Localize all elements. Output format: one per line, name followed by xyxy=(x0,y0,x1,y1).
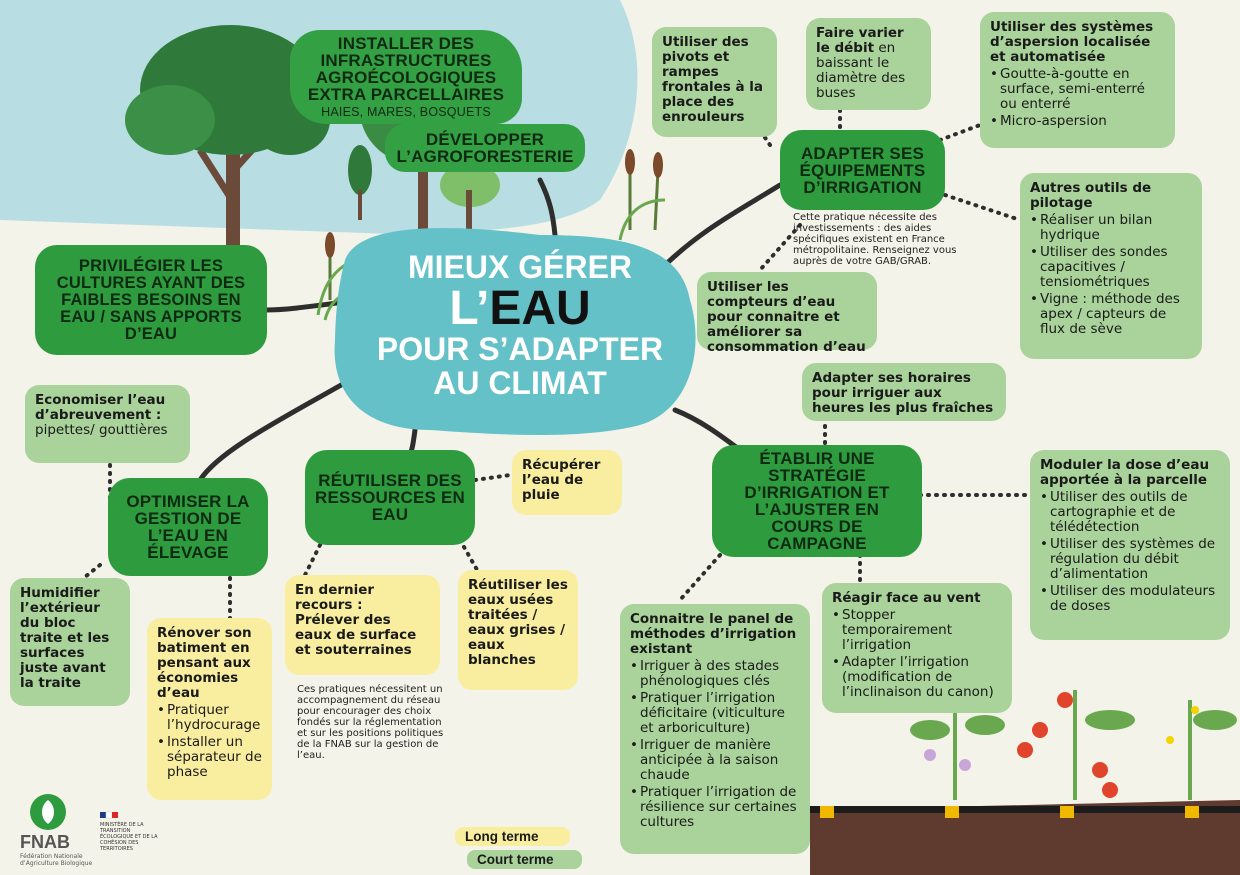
renover-item: Pratiquer l’hydrocurage xyxy=(157,703,262,733)
pluie-box: Récupérer l’eau de pluie xyxy=(512,450,622,515)
center-title-line4: AU CLIMAT xyxy=(433,365,607,401)
aspersion-item: Goutte-à-goutte en surface, semi-enterré… xyxy=(990,67,1165,112)
moduler-item: Utiliser des systèmes de régulation du d… xyxy=(1040,537,1220,582)
moduler-item: Utiliser des outils de cartographie et d… xyxy=(1040,490,1220,535)
panel-item: Pratiquer l’irrigation de résilience sur… xyxy=(630,785,800,830)
renover-item: Installer un séparateur de phase xyxy=(157,735,262,780)
renover-list: Pratiquer l’hydrocurage Installer un sép… xyxy=(157,703,262,780)
usees-box: Réutiliser les eaux usées traitées / eau… xyxy=(458,570,578,690)
horaires-box: Adapter ses horaires pour irriguer aux h… xyxy=(802,363,1006,421)
cattail-illustration xyxy=(316,149,666,321)
ministere-logo-text: MINISTÈRE DE LA TRANSITION ÉCOLOGIQUE ET… xyxy=(100,822,158,852)
panel-item: Irriguer à des stades phénologiques clés xyxy=(630,659,800,689)
infrastructures-box: INSTALLER DES INFRASTRUCTURES AGROÉCOLOG… xyxy=(290,30,522,124)
infrastructures-title: INSTALLER DES INFRASTRUCTURES AGROÉCOLOG… xyxy=(307,34,505,104)
equipements-box: ADAPTER SES ÉQUIPEMENTS D’IRRIGATION xyxy=(780,130,945,210)
moduler-box: Moduler la dose d’eau apportée à la parc… xyxy=(1030,450,1230,640)
pilotage-list: Réaliser un bilan hydrique Utiliser des … xyxy=(1030,213,1192,337)
prelever-box: En dernier recours : Prélever des eaux d… xyxy=(285,575,440,675)
moduler-bold: Moduler la dose d’eau apportée à la parc… xyxy=(1040,457,1210,488)
republique-logo-mark xyxy=(100,811,118,819)
debit-text: en baissant le diamètre des buses xyxy=(816,40,906,101)
pilotage-bold: Autres outils de pilotage xyxy=(1030,180,1152,211)
equipements-note: Cette pratique nécessite des investissem… xyxy=(793,212,957,267)
moduler-item: Utiliser des modulateurs de doses xyxy=(1040,584,1220,614)
fnab-logo-mark xyxy=(30,794,66,830)
abreuvement-box: Economiser l’eau d’abreuvement : pipette… xyxy=(25,385,190,463)
panel-item: Irriguer de manière anticipée à la saiso… xyxy=(630,738,800,783)
vent-item: Stopper temporairement l’irrigation xyxy=(832,608,1002,653)
legend-court-terme: Court terme xyxy=(467,850,582,869)
renover-bold: Rénover son batiment en pensant aux écon… xyxy=(157,625,252,701)
vent-list: Stopper temporairement l’irrigation Adap… xyxy=(832,608,1002,700)
humidifier-box: Humidifier l’extérieur du bloc traite et… xyxy=(10,578,130,706)
elevage-box: OPTIMISER LA GESTION DE L’EAU EN ÉLEVAGE xyxy=(108,478,268,576)
moduler-list: Utiliser des outils de cartographie et d… xyxy=(1040,490,1220,614)
pilotage-item: Vigne : méthode des apex / capteurs de f… xyxy=(1030,292,1192,337)
panel-bold: Connaitre le panel de méthodes d’irrigat… xyxy=(630,611,797,657)
abreuvement-text: pipettes/ gouttières xyxy=(35,422,168,438)
strategie-box: ÉTABLIR UNE STRATÉGIE D’IRRIGATION ET L’… xyxy=(712,445,922,557)
infrastructures-subtitle: HAIES, MARES, BOSQUETS xyxy=(321,105,491,119)
panel-item: Pratiquer l’irrigation déficitaire (viti… xyxy=(630,691,800,736)
reutiliser-box: RÉUTILISER DES RESSOURCES EN EAU xyxy=(305,450,475,545)
center-title-line1: MIEUX GÉRER xyxy=(407,249,633,285)
abreuvement-bold: Economiser l’eau d’abreuvement : xyxy=(35,392,166,423)
panel-list: Irriguer à des stades phénologiques clés… xyxy=(630,659,800,830)
debit-box: Faire varier le débit en baissant le dia… xyxy=(806,18,931,110)
soil-plants-illustration xyxy=(810,690,1240,875)
pilotage-box: Autres outils de pilotage Réaliser un bi… xyxy=(1020,173,1202,359)
fnab-logo-text: FNAB xyxy=(20,832,70,852)
fnab-logo-subtitle: Fédération Nationale d’Agriculture Biolo… xyxy=(20,853,93,867)
aspersion-item: Micro-aspersion xyxy=(990,114,1165,130)
renover-box: Rénover son batiment en pensant aux écon… xyxy=(147,618,272,800)
center-title-line2: L’EAU xyxy=(449,282,591,335)
debit-bold: Faire varier le débit xyxy=(816,25,904,56)
aspersion-list: Goutte-à-goutte en surface, semi-enterré… xyxy=(990,67,1165,130)
vent-item: Adapter l’irrigation (modification de l’… xyxy=(832,655,1002,700)
agroforesterie-box: DÉVELOPPER L’AGROFORESTERIE xyxy=(385,124,585,172)
legend-long-terme: Long terme xyxy=(455,827,570,846)
pilotage-item: Réaliser un bilan hydrique xyxy=(1030,213,1192,243)
pilotage-item: Utiliser des sondes capacitives / tensio… xyxy=(1030,245,1192,290)
aspersion-box: Utiliser des systèmes d’aspersion locali… xyxy=(980,12,1175,148)
reutiliser-note: Ces pratiques nécessitent un accompagnem… xyxy=(297,684,444,761)
center-title-line3: POUR S’ADAPTER xyxy=(376,331,664,367)
cultures-box: PRIVILÉGIER LES CULTURES AYANT DES FAIBL… xyxy=(35,245,267,355)
vent-box: Réagir face au vent Stopper temporaireme… xyxy=(822,583,1012,713)
pivots-box: Utiliser des pivots et rampes frontales … xyxy=(652,27,777,137)
compteurs-box: Utiliser les compteurs d’eau pour connai… xyxy=(697,272,877,355)
aspersion-bold: Utiliser des systèmes d’aspersion locali… xyxy=(990,19,1154,65)
vent-bold: Réagir face au vent xyxy=(832,590,981,606)
panel-box: Connaitre le panel de méthodes d’irrigat… xyxy=(620,604,810,854)
